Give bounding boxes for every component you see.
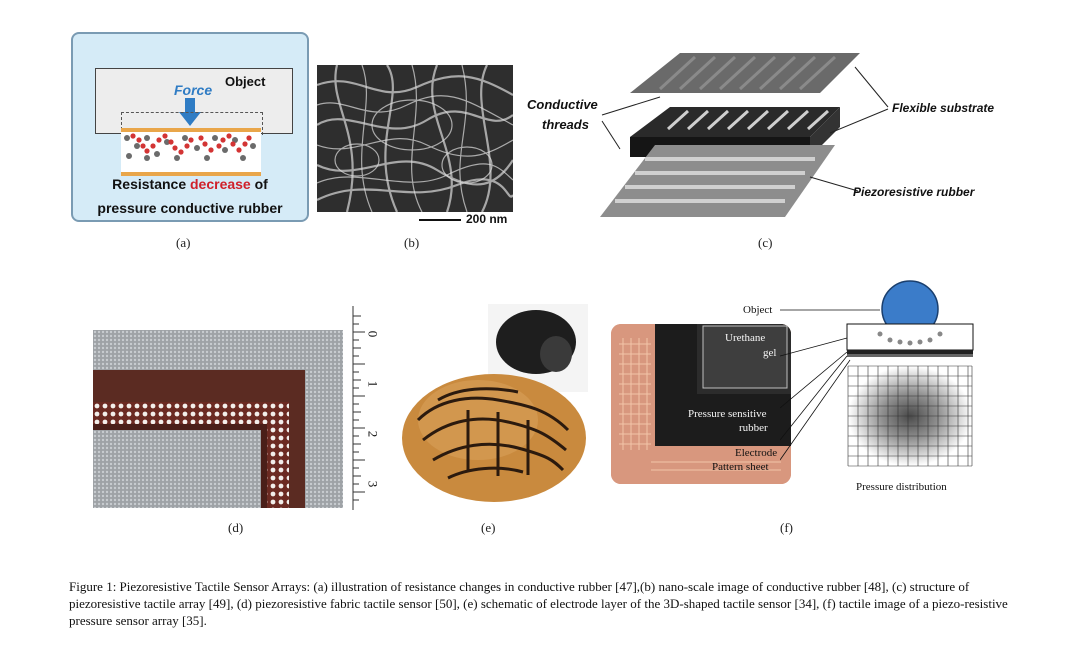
object-label: Object	[225, 74, 266, 89]
label-e: (e)	[481, 520, 496, 535]
nanofiber-image	[317, 65, 513, 212]
pressure-grid-graphic	[779, 280, 974, 467]
force-label: Force	[174, 82, 213, 98]
conductive-rubber-layer	[121, 128, 261, 176]
conductive-threads-label-1: Conductive	[527, 97, 598, 112]
object-label-f: Object	[743, 304, 773, 316]
ruler: 0 1 2 3	[351, 306, 389, 510]
urethane-label-2: gel	[763, 347, 777, 359]
panel-a-illustration: Object Force Resistance decrease of pr	[71, 32, 309, 222]
resistance-text: Resistance	[112, 176, 190, 192]
fabric-sensor-photo	[93, 330, 343, 508]
piezoresistive-rubber-label: Piezoresistive rubber	[853, 185, 975, 199]
sensor-layers-photo	[611, 324, 791, 484]
resistance-caption-line2: pressure conductive rubber	[97, 200, 283, 216]
electrode-label-1: Electrode	[735, 447, 778, 459]
dashed-outline	[121, 112, 263, 135]
label-f: (f)	[780, 520, 793, 535]
label-c: (c)	[758, 235, 773, 250]
conductive-threads-label-2: threads	[542, 117, 589, 132]
scale-label: 200 nm	[466, 212, 508, 226]
ruler-mark-1: 1	[365, 380, 381, 388]
electrode-label-2: Pattern sheet	[712, 461, 769, 473]
resistance-caption-line1: Resistance decrease of	[73, 176, 307, 192]
panel-f-sensor-photo: Urethane gel Pressure sensitive rubber E…	[611, 324, 791, 484]
rubber-particles-graphic	[124, 133, 256, 161]
panel-c-structure: Conductive threads Flexible substrate Pi…	[520, 45, 1000, 235]
ruler-mark-3: 3	[365, 480, 381, 488]
ruler-mark-0: 0	[365, 330, 381, 338]
decrease-text: decrease	[190, 176, 251, 192]
panel-b-sem-image	[317, 65, 513, 212]
ruler-ticks-graphic	[352, 306, 365, 510]
label-d: (d)	[228, 520, 244, 535]
ruler-mark-2: 2	[365, 430, 381, 438]
pressure-distribution-label: Pressure distribution	[856, 481, 947, 493]
label-b: (b)	[404, 235, 420, 250]
figure-caption: Figure 1: Piezoresistive Tactile Sensor …	[69, 579, 1008, 628]
panel-e-3d-sensor	[398, 300, 590, 508]
electrode-layer-image	[402, 304, 588, 502]
pressure-distribution-diagram: Pressure distribution	[779, 280, 980, 493]
sensor-layers-diagram	[600, 53, 889, 217]
of-text: of	[250, 176, 268, 192]
pressure-rubber-label-1: Pressure sensitive	[688, 408, 767, 420]
scale-bar	[419, 219, 461, 221]
urethane-label-1: Urethane	[725, 332, 766, 344]
label-a: (a)	[176, 235, 191, 250]
flexible-substrate-label: Flexible substrate	[892, 101, 995, 115]
pressure-rubber-label-2: rubber	[739, 422, 768, 434]
panel-d-fabric-sensor	[93, 330, 343, 508]
